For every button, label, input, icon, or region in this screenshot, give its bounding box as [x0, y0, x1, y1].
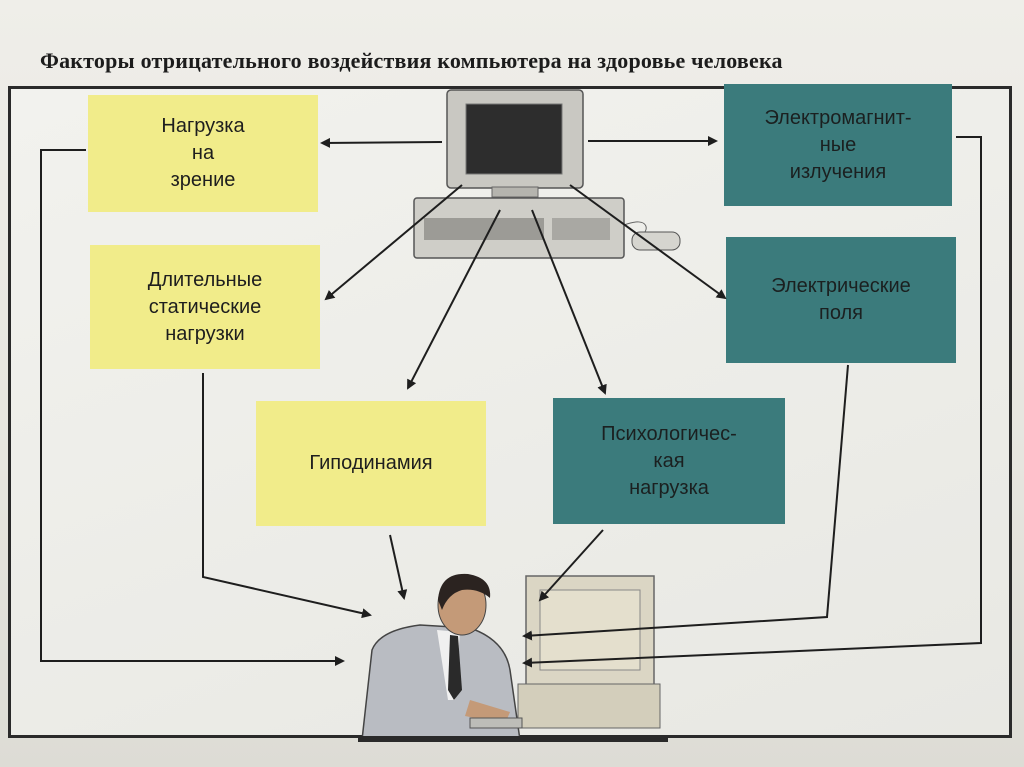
arrow-computer-to-psychological [531, 209, 607, 395]
arrow-computer-to-electric [569, 184, 727, 300]
factor-electromagnetic-label: Электромагнит- ные излучения [764, 106, 912, 183]
computer-icon [413, 89, 681, 259]
diagram-title: Факторы отрицательного воздействия компь… [40, 48, 783, 73]
arrow-hypodynamia-to-person [389, 534, 408, 600]
factor-electric-fields: Электрические поля [726, 237, 956, 363]
arrow-computer-to-vision [320, 137, 443, 148]
arrow-static-to-person [202, 373, 372, 619]
factor-static-label: Длительные статические нагрузки [147, 268, 263, 345]
factor-hypodynamia: Гиподинамия [256, 401, 486, 526]
arrow-computer-to-hypodynamia [407, 209, 501, 390]
factor-electric-label: Электрические поля [771, 275, 911, 324]
factor-psychological: Психологичес- кая нагрузка [553, 398, 785, 524]
factor-vision-label: Нагрузка на зрение [161, 115, 245, 191]
arrow-vision-to-person [40, 149, 345, 666]
factor-static-load: Длительные статические нагрузки [90, 245, 320, 369]
arrow-electromagnetic-to-person [522, 136, 982, 668]
factor-psychological-label: Психологичес- кая нагрузка [601, 422, 737, 499]
arrow-computer-to-static [324, 184, 463, 301]
factor-electromagnetic: Электромагнит- ные излучения [724, 84, 952, 206]
arrow-electric-to-person [522, 364, 849, 641]
factor-vision-load: Нагрузка на зрение [88, 95, 318, 212]
arrow-psychological-to-person [538, 529, 604, 602]
factor-hypodynamia-label: Гиподинамия [309, 452, 433, 474]
person-at-computer-icon [358, 573, 668, 742]
